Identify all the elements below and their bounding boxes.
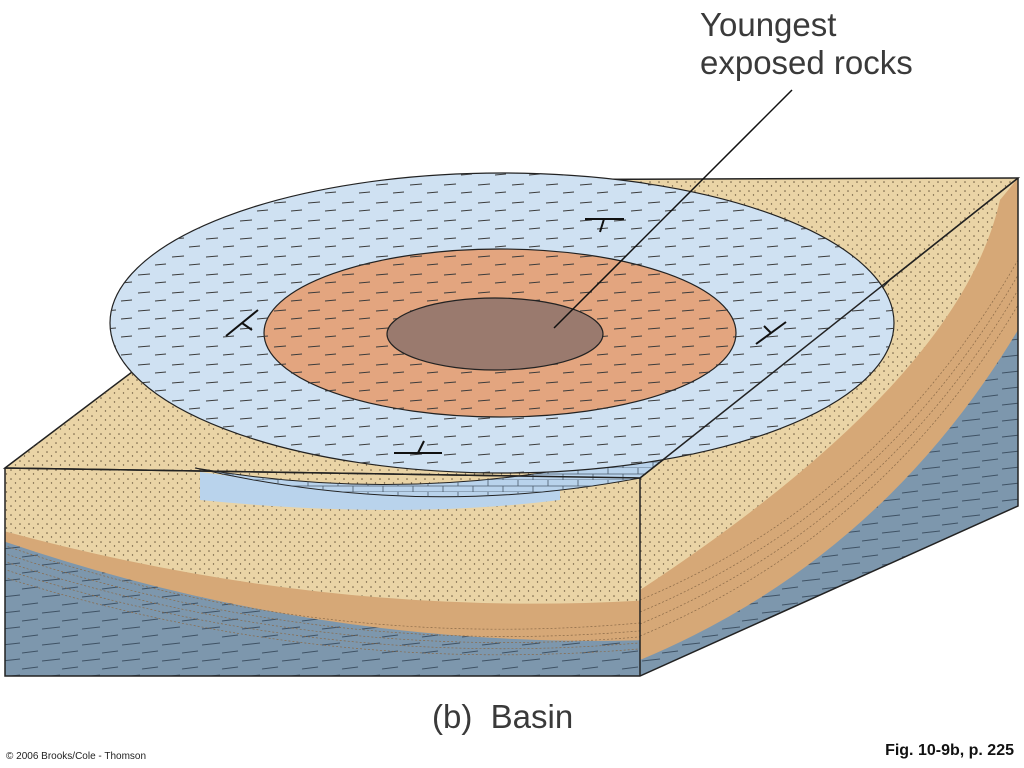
- youngest-rocks-core: [386, 297, 604, 371]
- callout-line-1: Youngest: [700, 6, 837, 43]
- strike-dip-symbols: [225, 218, 787, 454]
- copyright-notice: © 2006 Brooks/Cole - Thomson: [6, 751, 147, 762]
- top-surface: [2, 172, 1021, 498]
- youngest-rocks-label: Youngest exposed rocks: [700, 6, 913, 82]
- callout-line-2: exposed rocks: [700, 44, 913, 81]
- front-face: [5, 468, 640, 676]
- block-outline: [4, 177, 1019, 677]
- figure-caption: (b) Basin: [432, 698, 574, 735]
- figure-reference: Fig. 10-9b, p. 225: [885, 742, 1014, 759]
- callout-leader-line: [553, 89, 793, 329]
